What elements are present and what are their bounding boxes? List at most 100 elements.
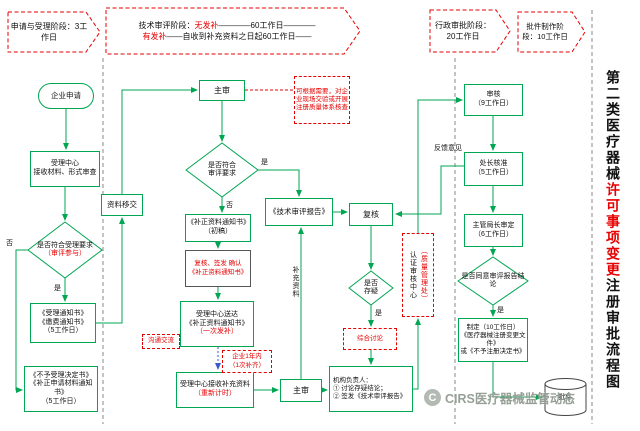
stage-banner-tech-line1: 技术审评阶段：无发补————60工作日———— (139, 20, 316, 31)
node-correction-draft: 《补正资料通知书》 （初稿） (185, 214, 251, 242)
stage-banner-issue: 批件制作阶段：10工作日 (520, 15, 570, 49)
correction-confirm-line2: 《补正资料通知书》 (188, 268, 248, 276)
watermark-text: CIRS医疗器械监管动态 (445, 392, 575, 406)
correction-confirm-line1: 复核、签发 确认 (194, 260, 242, 268)
tech-banner-no-supplement-rest: ————60工作日———— (218, 20, 316, 30)
communication-label: 沟通交流 (148, 337, 174, 345)
node-recheck: 复核 (349, 203, 393, 226)
node-correction-delivery: 受理中心送达 《补正资料通知书》 （一次发补） (180, 301, 254, 347)
label-feedback: 反馈意见 (434, 145, 462, 152)
label-yes-accept: 是 (54, 285, 61, 292)
node-group-discussion: 综合讨论 (343, 328, 397, 350)
cert-center-col2: （质量管理处） (420, 247, 428, 303)
node-chief-review-again: 主审 (280, 379, 322, 402)
node-tech-report: 《技术审评报告》 (265, 198, 333, 226)
division-chief-line1: 处长核准 (479, 160, 508, 168)
accept-decision-line2: （审评参与） (44, 250, 86, 257)
stage-banner-tech: 技术审评阶段：无发补————60工作日———— 有发补——自收到补充资料之日起6… (110, 12, 344, 50)
onsite-check-label: 可根据需要，对企业现场交验或开展注册质量体系核查 (296, 87, 348, 112)
acceptance-center-line1: 受理中心 (51, 160, 79, 168)
reject-notice-line3: （5工作日） (41, 397, 81, 405)
label-yes-review: 是 (261, 159, 268, 166)
one-year-line1: 企业1年内 (232, 353, 262, 361)
node-agree-decision: 是否同意审评报告结论 (461, 267, 525, 295)
stage-separators (102, 10, 593, 424)
stage-banner-tech-shape (105, 7, 361, 55)
bureau-director-line1: 主管局长审定 (472, 221, 515, 229)
audit-line1: 审核 (486, 91, 501, 99)
node-chief-review: 主审 (199, 80, 245, 101)
correction-draft-line1: 《补正资料通知书》 (187, 219, 250, 227)
tech-banner-has-supplement-rest: ——自收到补充资料之日起60工作日—— (166, 32, 312, 41)
note-communication: 沟通交流 (142, 334, 180, 349)
doubt-decision-line2: 存疑 (364, 288, 378, 295)
group-discussion-label: 综合讨论 (357, 334, 383, 342)
org-leader-line3: ② 签发《技术审评报告》 (333, 393, 407, 401)
stage-banner-admin-shape (429, 9, 511, 53)
node-accept-notice: 《受理通知书》 《缴费通知书》 （5工作日） (30, 303, 96, 343)
stage-banner-admin: 行政审批阶段：20工作日 (432, 13, 494, 49)
one-year-line2: （1次补齐） (228, 361, 266, 369)
node-review-decision: 是否符合 审评要求 (190, 156, 254, 184)
accept-decision-line1: 是否符合受理要求 (37, 241, 93, 249)
node-doubt-decision: 是否 存疑 (353, 277, 389, 299)
label-no-accept: 否 (6, 240, 13, 247)
node-supplement-receive: 受理中心接收补充资料 （重新计时） (176, 372, 254, 408)
correction-draft-line2: （初稿） (204, 228, 232, 235)
chart-title-vertical: 第二类医疗器械许可事项变更注册审批流程图 (597, 70, 629, 422)
node-material-transfer: 资料移交 (101, 194, 143, 216)
diamond-doubt-decision (348, 270, 394, 306)
approval-archive-cylinder (544, 378, 587, 416)
chief-review-again-label: 主审 (293, 385, 309, 395)
stage-banner-apply-label: 申请与受理阶段：3工作日 (10, 21, 88, 42)
material-transfer-label: 资料移交 (107, 200, 137, 210)
review-decision-line1: 是否符合 (208, 161, 236, 169)
correction-delivery-line1: 受理中心送达 (196, 310, 238, 318)
agree-decision-label: 是否同意审评报告结论 (461, 272, 525, 288)
stage-banner-tech-line2: 有发补——自收到补充资料之日起60工作日—— (143, 31, 312, 42)
recheck-label: 复核 (363, 209, 379, 219)
node-accept-decision: 是否符合受理要求 （审评参与） (32, 232, 98, 268)
node-enterprise-apply: 企业申请 (38, 83, 94, 109)
label-supplement-material: 补充资料 (292, 266, 299, 298)
cirs-logo-icon: C (424, 389, 441, 406)
audit-line2: （9工作日） (474, 100, 513, 107)
correction-delivery-line3: （一次发补） (196, 328, 238, 336)
node-correction-confirm: 复核、签发 确认 《补正资料通知书》 (185, 250, 251, 287)
node-cert-center: 认证审核中心 （质量管理处） (402, 233, 434, 317)
correction-delivery-line2: 《补正资料通知书》 (185, 319, 249, 327)
node-approval-archive: 批件 (545, 386, 586, 410)
label-yes-agree: 是 (497, 307, 504, 314)
flow-connectors (15, 87, 543, 400)
label-no-review: 否 (226, 202, 233, 209)
label-yes-doubt: 是 (375, 310, 382, 317)
node-reject-notice: 《不予受理决定书》 《补正申请材料通知书》 （5工作日） (24, 366, 98, 412)
accept-notice-line3: （5工作日） (43, 327, 83, 335)
accept-notice-line1: 《受理通知书》 (38, 309, 88, 317)
tech-banner-has-supplement: 有发补 (142, 32, 167, 41)
accept-notice-line2: 《缴费通知书》 (38, 318, 88, 326)
make-document-line1: 制定（10工作日） (466, 323, 520, 331)
org-leader-line1: 机构负责人： (333, 376, 372, 384)
note-one-year-supplement: 企业1年内 （1次补齐） (222, 350, 272, 373)
stage-banner-issue-shape (517, 11, 586, 53)
stage-banner-apply-shape (7, 11, 101, 53)
watermark: C CIRS医疗器械监管动态 (424, 388, 575, 407)
tech-banner-no-supplement: 无发补 (194, 20, 219, 30)
supplement-receive-line1: 受理中心接收补充资料 (180, 381, 250, 389)
stage-banner-issue-label: 批件制作阶段：10工作日 (522, 21, 568, 42)
bureau-director-line2: （6工作日） (474, 230, 513, 238)
tech-banner-prefix: 技术审评阶段： (138, 20, 195, 30)
diamond-agree-decision (457, 256, 529, 306)
note-onsite-check: 可根据需要，对企业现场交验或开展注册质量体系核查 (294, 76, 350, 124)
node-bureau-director: 主管局长审定 （6工作日） (464, 214, 523, 247)
stage-banner-apply: 申请与受理阶段：3工作日 (10, 14, 88, 50)
node-division-chief: 处长核准 （5工作日） (464, 152, 523, 186)
acceptance-center-line2: 接收材料、形式审查 (33, 169, 97, 176)
division-chief-line2: （5工作日） (474, 169, 513, 176)
node-acceptance-center: 受理中心 接收材料、形式审查 (30, 151, 100, 187)
tech-report-label: 《技术审评报告》 (269, 207, 329, 217)
org-leader-line2: ① 讨论存疑结论； (333, 384, 387, 392)
